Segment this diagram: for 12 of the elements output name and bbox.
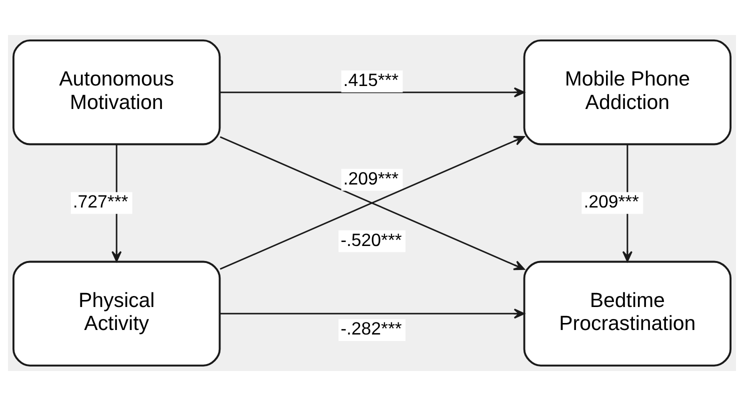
edge-label: .415*** xyxy=(343,70,399,90)
edge-label: -.520*** xyxy=(340,229,402,250)
node-box: Mobile Phone Addiction xyxy=(523,39,732,145)
edge-label: .209*** xyxy=(343,168,399,188)
node-box: Autonomous Motivation xyxy=(12,39,221,145)
arrow xyxy=(220,308,525,318)
arrow xyxy=(220,86,525,97)
node-box: Bedtime Procrastination xyxy=(523,260,732,366)
edge-label: .209*** xyxy=(584,191,639,212)
node-box: Physical Activity xyxy=(12,260,221,366)
edge-label: .727*** xyxy=(72,191,128,212)
edge-label: -.282*** xyxy=(340,318,402,338)
